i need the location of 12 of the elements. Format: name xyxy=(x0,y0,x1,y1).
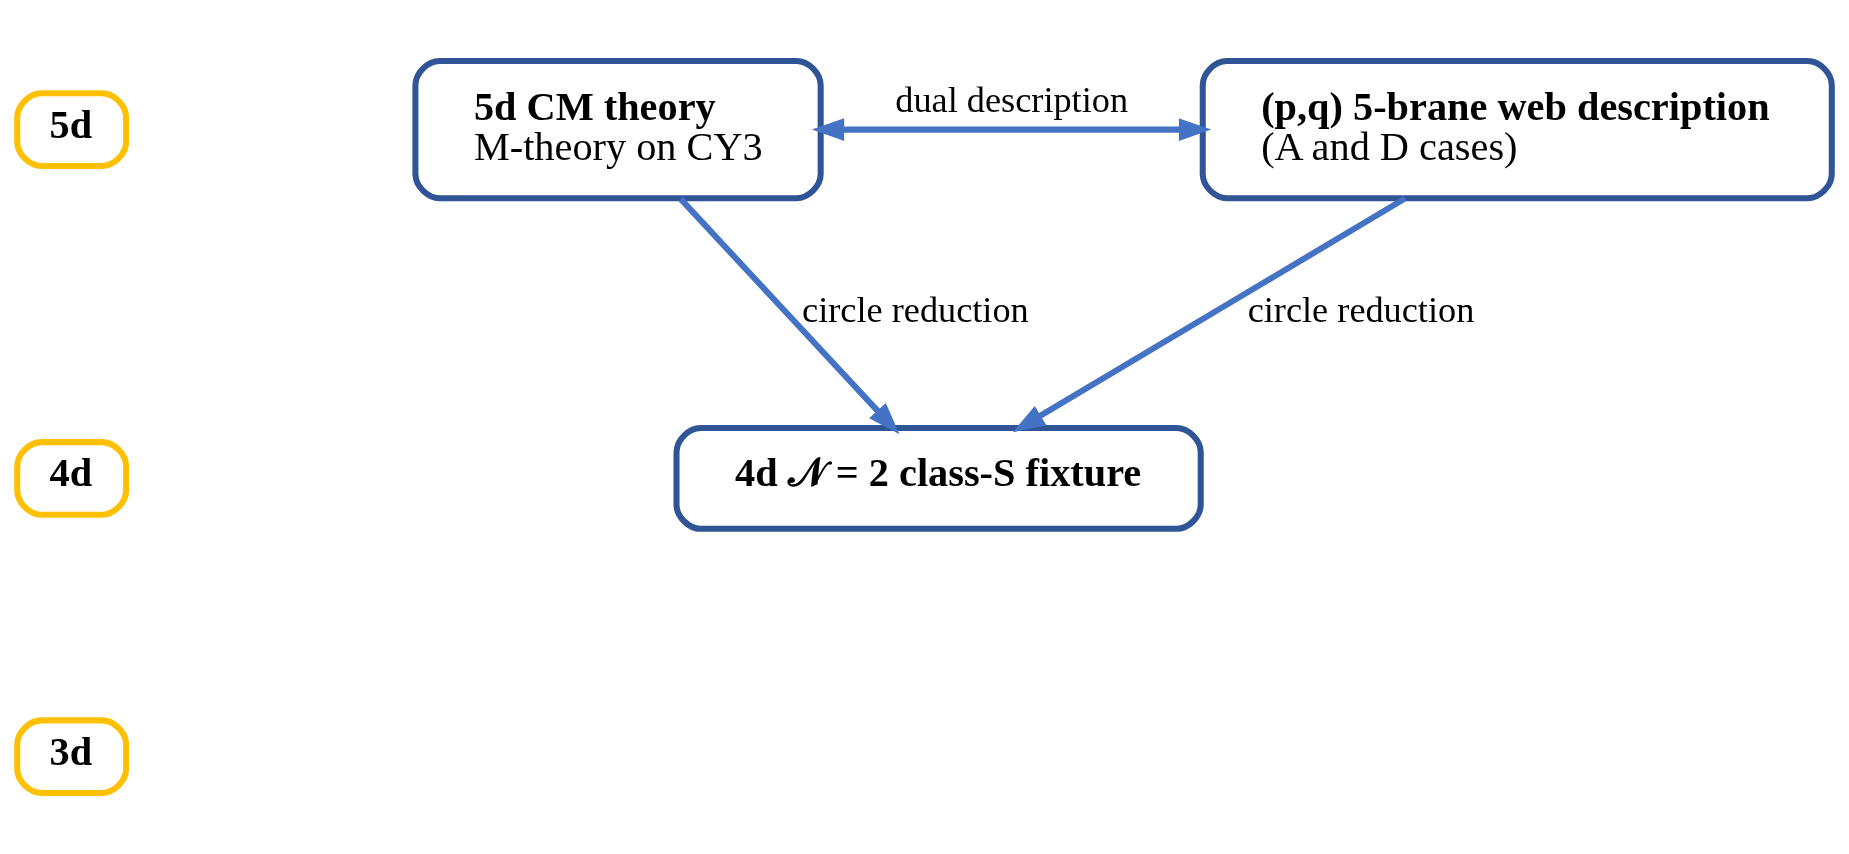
node-box: 4d 𝒩 = 2 class-S fixture xyxy=(673,425,1204,532)
node-box: 4d xyxy=(14,439,130,518)
node-box: 3d xyxy=(14,717,130,796)
arrow xyxy=(811,118,1212,141)
node-box: 5d xyxy=(14,90,130,169)
edge-label: dual description xyxy=(895,80,1129,121)
arrow xyxy=(1012,195,1407,433)
node-box: 5d CM theory M-theory on CY3 xyxy=(412,58,824,202)
edge-label: circle reduction xyxy=(1247,289,1475,330)
edge-label: circle reduction xyxy=(802,289,1029,330)
node-box: (p,q) 5-brane web description (A and D cases) xyxy=(1199,58,1835,202)
arrow xyxy=(678,196,900,435)
